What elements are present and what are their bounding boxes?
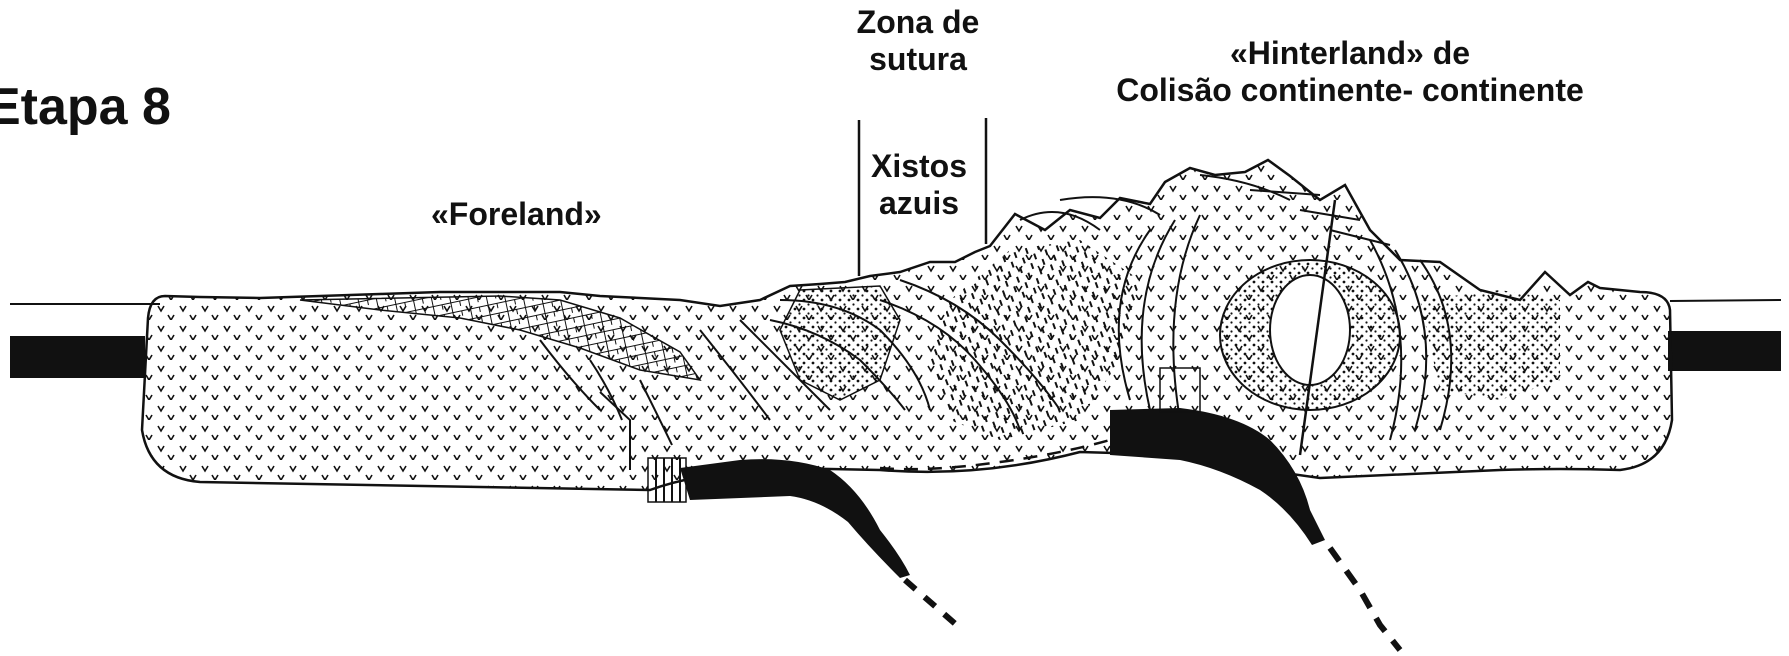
- blueschist-label: Xistos azuis: [860, 148, 978, 222]
- hinterland-label: «Hinterland» de Colisão continente- cont…: [1040, 35, 1660, 109]
- slab-left-dashed: [905, 580, 960, 628]
- stage-title: Etapa 8: [0, 78, 171, 138]
- granite-core: [1270, 275, 1350, 385]
- suture-zone-label: Zona de sutura: [852, 4, 984, 78]
- lithosphere-bar-right: [1668, 331, 1781, 371]
- suture-zone-line2: sutura: [852, 41, 984, 78]
- suture-zone-line1: Zona de: [852, 4, 984, 41]
- blueschist-line1: Xistos: [860, 148, 978, 185]
- subducting-slab-left: [680, 459, 910, 578]
- hinterland-right-sediments: [1420, 290, 1560, 400]
- hinterland-line1: «Hinterland» de: [1040, 35, 1660, 72]
- surface-line-right: [1670, 300, 1781, 301]
- foreland-label: «Foreland»: [431, 196, 602, 233]
- blueschist-line2: azuis: [860, 185, 978, 222]
- hinterland-line2: Colisão continente- continente: [1040, 72, 1660, 109]
- slab-right-dashed: [1330, 548, 1400, 650]
- lithosphere-bar-left: [10, 336, 145, 378]
